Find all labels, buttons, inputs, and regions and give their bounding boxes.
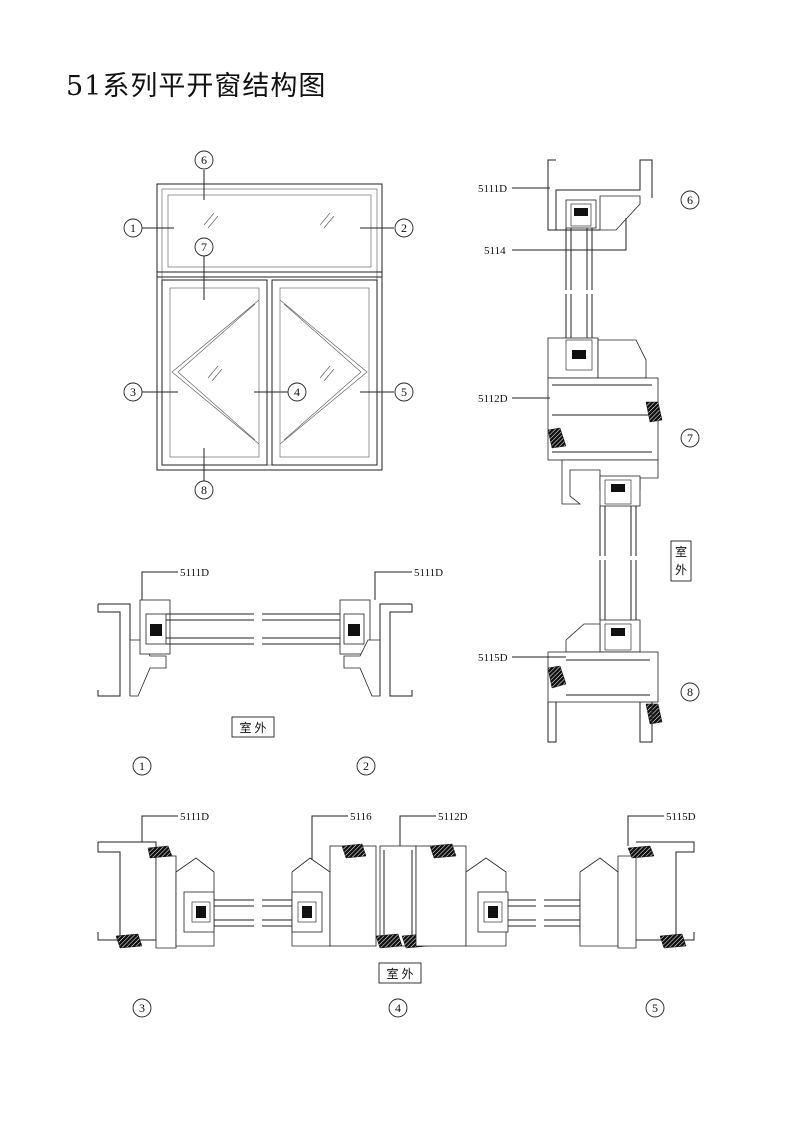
vs-label-5115d: 5115D (478, 652, 508, 664)
marker-4: 4 (294, 385, 300, 399)
vertical-section: 5111D 5114 5112D 5115D 6 7 8 室 外 (478, 159, 700, 743)
hs345-marker-4: 4 (395, 1001, 401, 1015)
hs345-label-5115d: 5115D (666, 811, 696, 823)
hs345-marker-3: 3 (139, 1001, 145, 1015)
page-title: 51系列平开窗结构图 (66, 71, 327, 102)
vs-label-5112d: 5112D (478, 393, 508, 405)
window-elevation: 6 1 2 7 3 4 5 8 (123, 150, 414, 500)
marker-1: 1 (130, 221, 136, 235)
marker-5: 5 (401, 385, 407, 399)
hs12-outdoor: 室 外 (239, 720, 266, 735)
marker-6: 6 (201, 153, 207, 167)
hs345-marker-5: 5 (652, 1001, 658, 1015)
vs-marker-8: 8 (687, 685, 693, 699)
hs12-marker-1: 1 (139, 759, 145, 773)
vs-outdoor-line2: 外 (675, 563, 687, 577)
hs345-outdoor: 室 外 (386, 966, 413, 981)
marker-8: 8 (201, 483, 207, 497)
hs345-label-5111d: 5111D (180, 811, 209, 823)
vs-label-5114: 5114 (484, 245, 506, 257)
vs-marker-6: 6 (687, 193, 693, 207)
vs-outdoor-line1: 室 (675, 544, 687, 559)
horizontal-section-1-2: 5111D 5111D 室 外 1 2 (97, 567, 443, 776)
hs12-marker-2: 2 (363, 759, 369, 773)
marker-3: 3 (130, 385, 136, 399)
vs-label-5111d: 5111D (478, 183, 507, 195)
hs345-label-5112d: 5112D (438, 811, 468, 823)
hs345-label-5116: 5116 (350, 811, 372, 823)
marker-2: 2 (401, 221, 407, 235)
hs12-label-right: 5111D (414, 567, 443, 579)
vs-marker-7: 7 (687, 431, 693, 445)
hs12-label-left: 5111D (180, 567, 209, 579)
horizontal-section-3-4-5: 5111D 5116 5112D 5115D 室 外 3 4 5 (97, 811, 696, 1018)
marker-7: 7 (201, 240, 207, 254)
